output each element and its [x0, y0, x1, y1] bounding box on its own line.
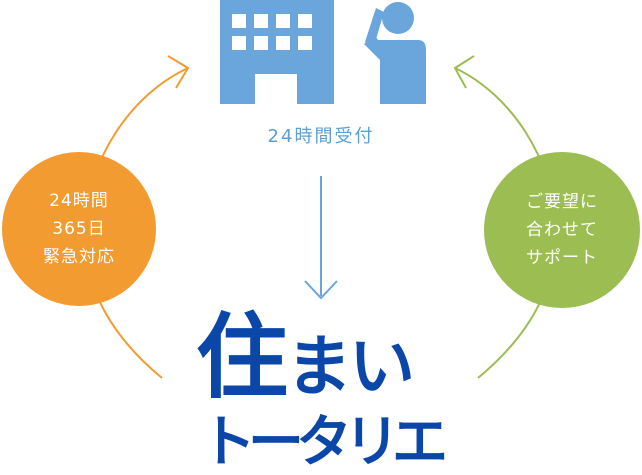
orange-arrowhead	[167, 55, 190, 89]
building-window	[254, 36, 268, 50]
reception-label: 24時間受付	[267, 126, 375, 147]
circle-line: ご要望に	[526, 192, 598, 212]
circle-line: 24時間	[49, 191, 109, 211]
office-building-icon	[220, 0, 334, 104]
building-window	[276, 14, 290, 28]
center-arrowhead	[304, 280, 338, 300]
building-window	[232, 14, 246, 28]
logo-char: 住	[196, 304, 288, 411]
logo-top-line: 住まい	[196, 312, 415, 405]
person-on-phone-icon	[364, 2, 426, 104]
logo-kana: まい	[286, 328, 415, 405]
green-arrowhead	[453, 55, 475, 89]
circle-line: 合わせて	[526, 220, 598, 240]
building-window	[254, 14, 268, 28]
circle-line: サポート	[526, 248, 598, 268]
emergency-support-circle: 24時間 365日 緊急対応	[2, 152, 156, 306]
building-window	[232, 36, 246, 50]
building-window	[298, 14, 312, 28]
circle-line: 365日	[52, 219, 106, 239]
building-window	[298, 36, 312, 50]
circle-line: 緊急対応	[43, 247, 115, 267]
custom-support-circle: ご要望に 合わせて サポート	[484, 152, 640, 308]
logo-bottom-line: トータリエ	[200, 410, 448, 475]
building-window	[276, 36, 290, 50]
